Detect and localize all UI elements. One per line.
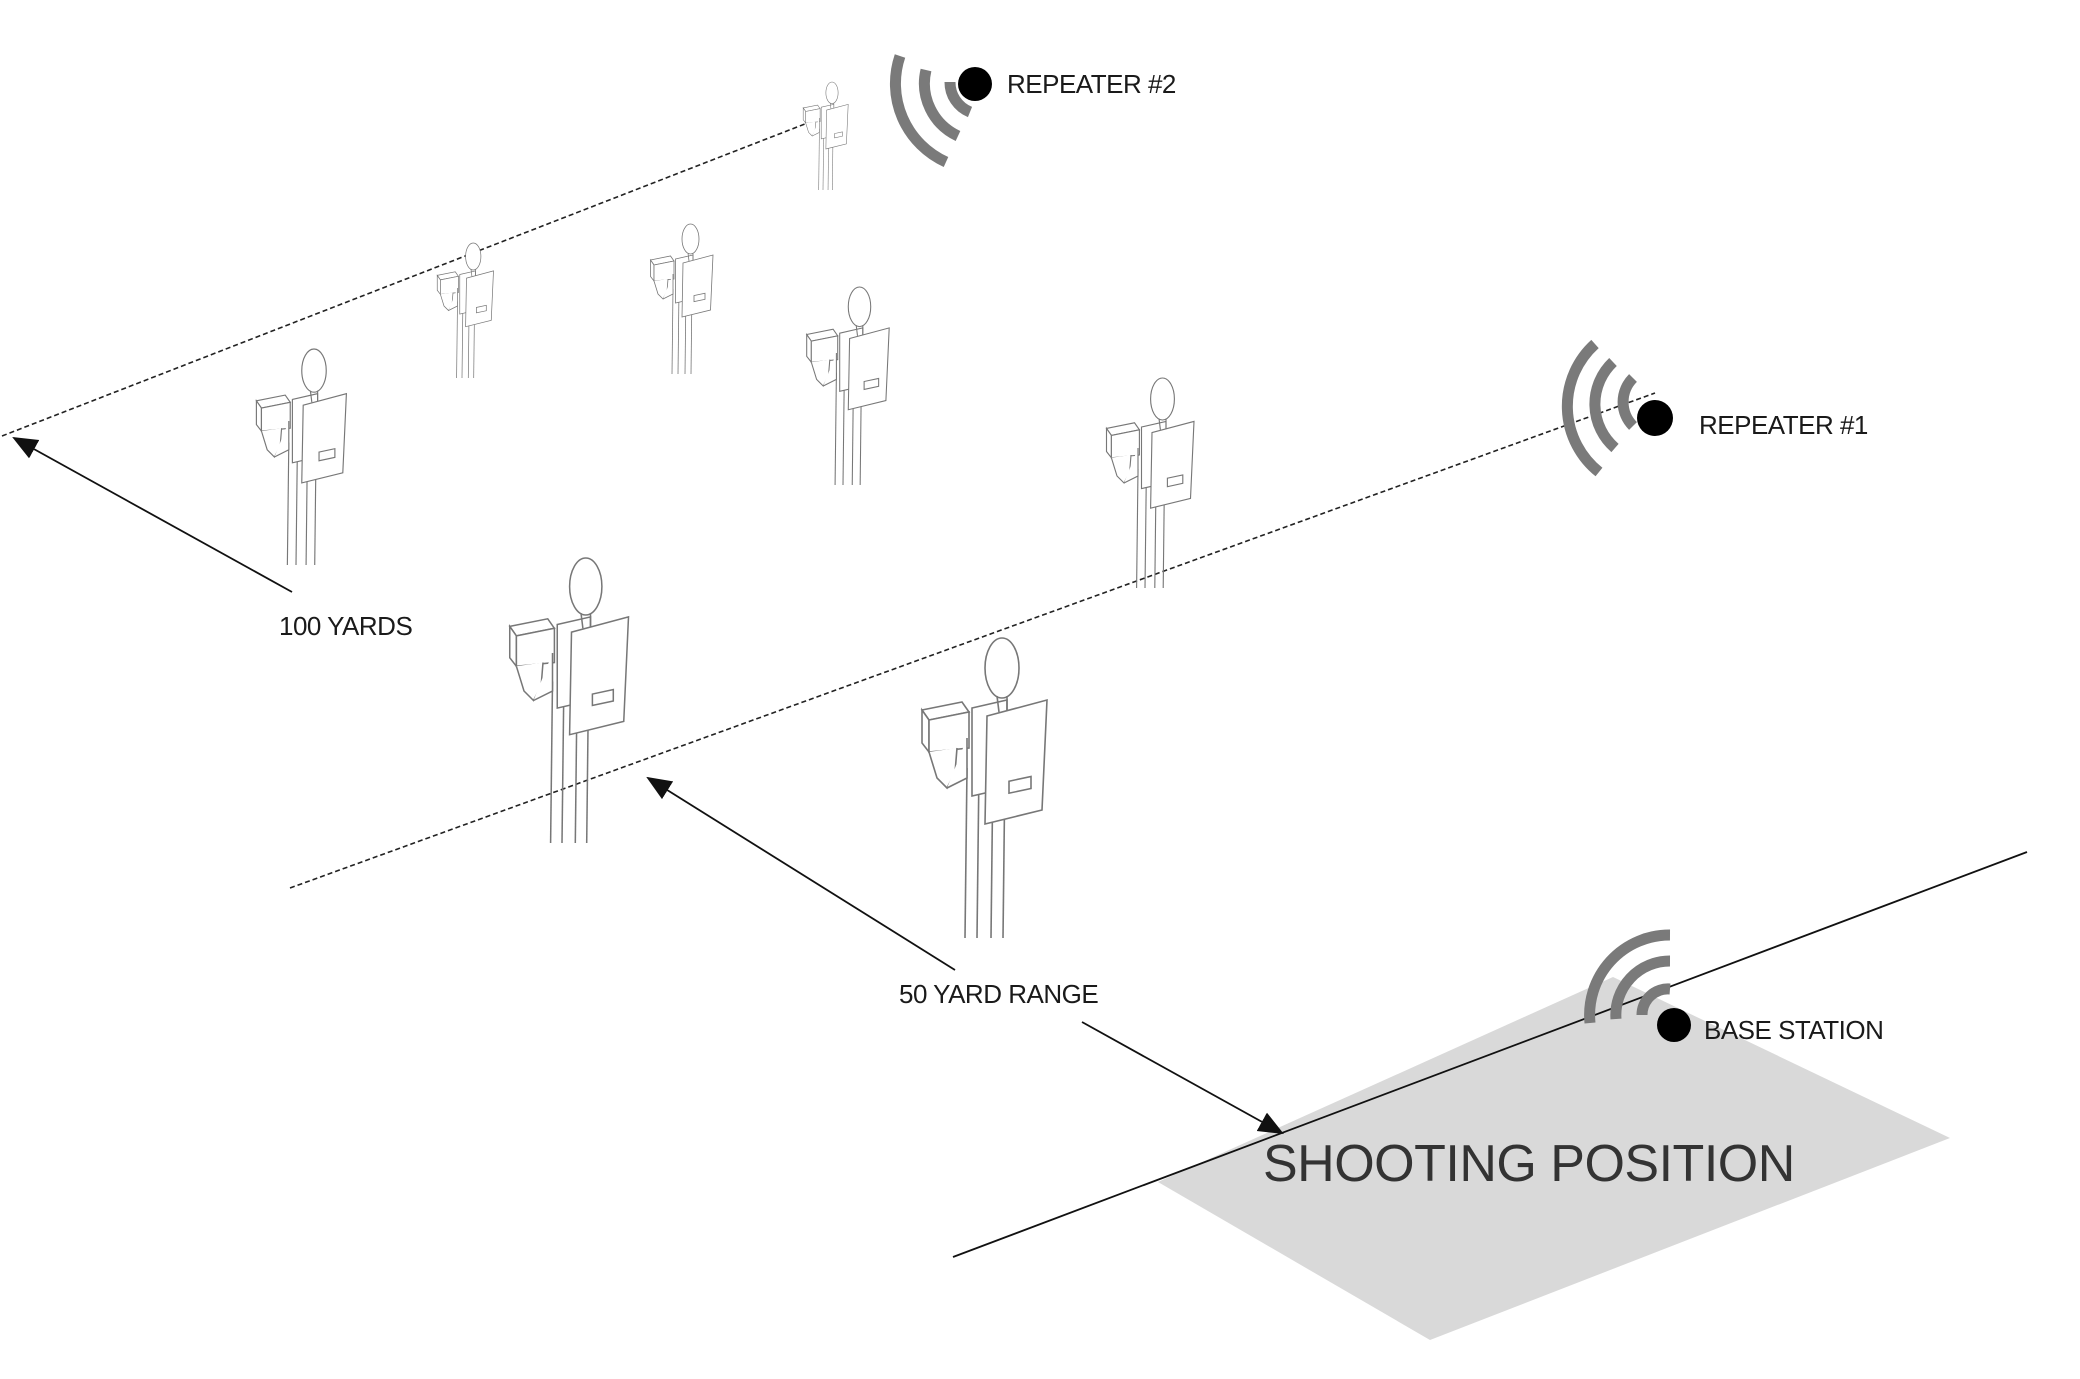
wifi-signal-icon	[1584, 929, 1671, 1024]
steel-target-icon	[806, 286, 890, 486]
fifty-yard-line	[289, 392, 1656, 889]
fifty-yard-arrow-down	[1081, 1021, 1284, 1135]
steel-target-icon	[508, 557, 630, 844]
repeater-1-label: REPEATER #1	[1699, 410, 1868, 440]
hundred-yards-label: 100 YARDS	[279, 611, 412, 641]
station-dot-icon	[1637, 400, 1673, 436]
steel-target-icon	[650, 223, 714, 375]
shooting-position-label: SHOOTING POSITION	[1263, 1135, 1795, 1193]
repeater-2-group: REPEATER #2	[889, 54, 1176, 168]
firing-line	[952, 851, 2028, 1258]
wifi-signal-icon	[889, 54, 973, 168]
fifty-yard-arrow-up	[646, 776, 956, 971]
station-dot-icon	[958, 67, 992, 101]
repeater-2-label: REPEATER #2	[1007, 69, 1176, 99]
repeater-1-group: REPEATER #1	[1561, 339, 1868, 477]
base-station-group: BASE STATION	[1584, 929, 1884, 1045]
wifi-signal-icon	[1561, 339, 1638, 477]
station-dot-icon	[1657, 1008, 1691, 1042]
steel-target-icon	[1105, 377, 1195, 589]
steel-target-icon	[802, 81, 849, 191]
hundred-yard-line	[1, 121, 811, 437]
shooting-position-area	[1158, 977, 1950, 1340]
steel-target-icon	[255, 348, 347, 566]
fifty-yard-range-label: 50 YARD RANGE	[899, 979, 1098, 1009]
hundred-yards-arrow	[12, 436, 293, 593]
base-station-label: BASE STATION	[1704, 1015, 1883, 1045]
steel-target-icon	[921, 637, 1048, 939]
